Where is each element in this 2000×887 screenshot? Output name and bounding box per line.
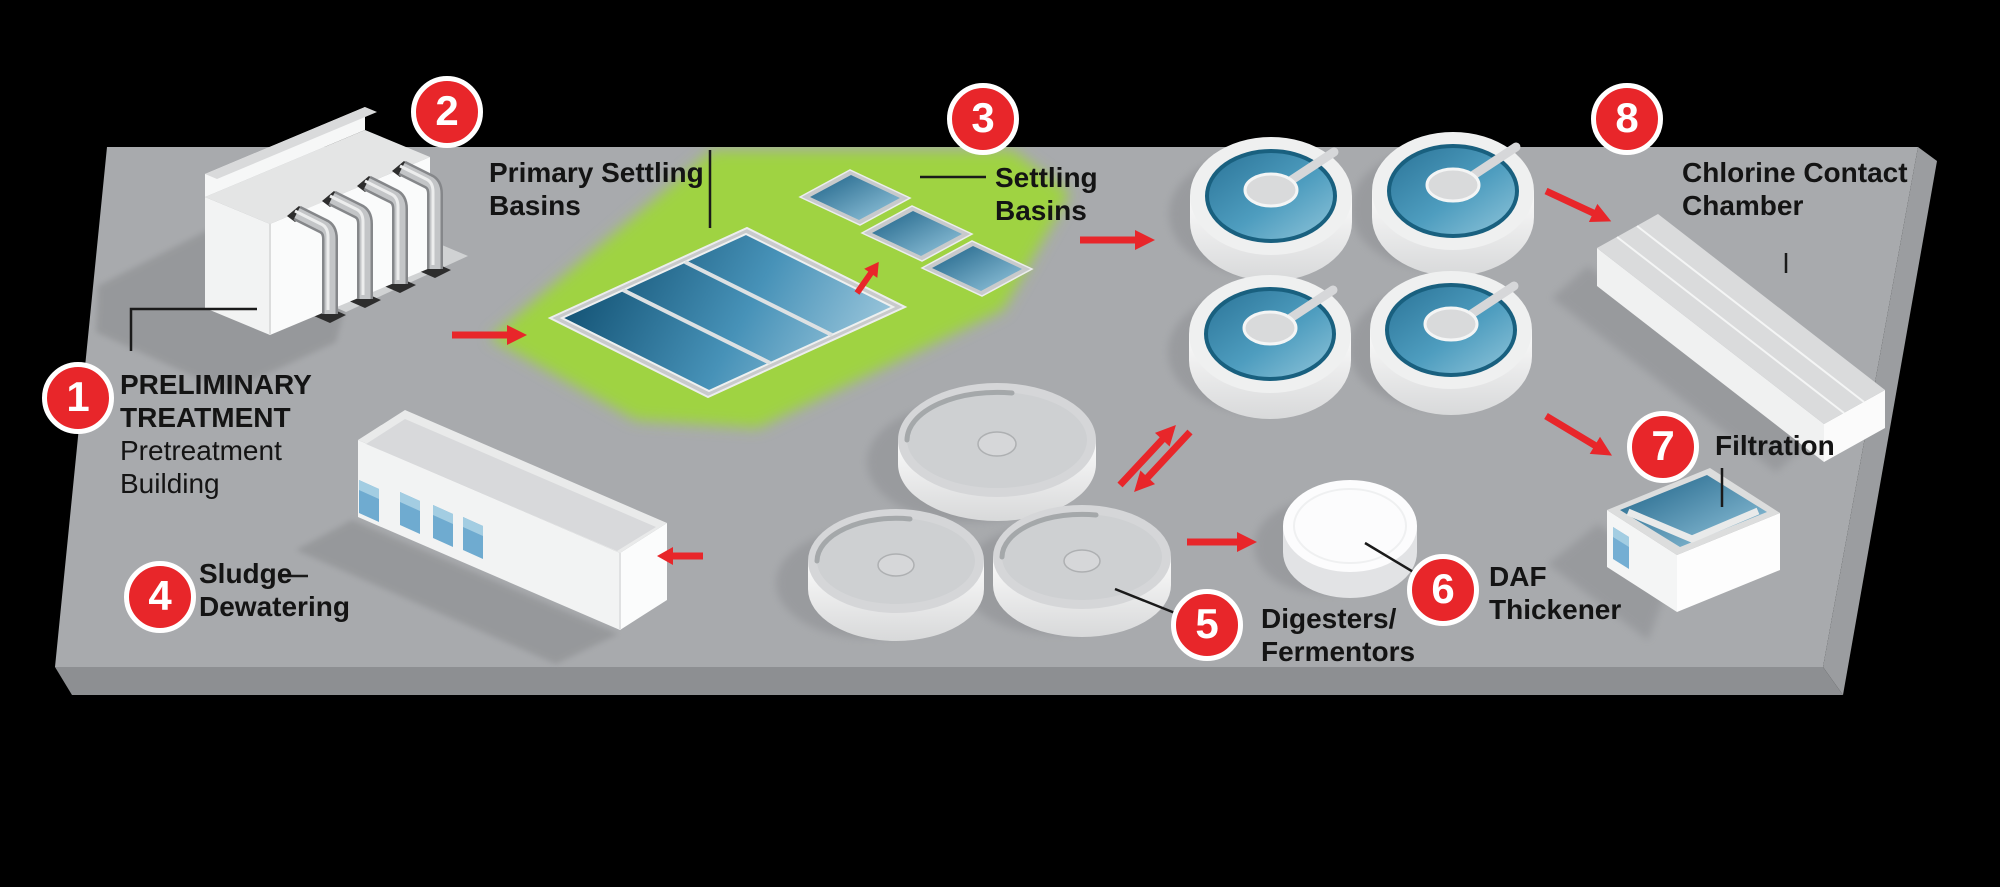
label-line: Filtration [1715, 430, 1835, 461]
callout-badge-2: 2 [411, 76, 483, 148]
primary-settling-basin [547, 226, 908, 399]
label-line: PRELIMINARY [120, 369, 312, 400]
flow-arrows [452, 187, 1613, 565]
label-line: Building [120, 468, 220, 499]
settling-basins [798, 169, 1034, 297]
sludge-dewatering-building [296, 410, 667, 664]
flow-arrow-digesters-to-clarifiers [1117, 425, 1176, 488]
callout-label-1: PRELIMINARY TREATMENT Pretreatment Build… [120, 368, 312, 500]
label-line: Chamber [1682, 190, 1804, 221]
callout-badge-8: 8 [1591, 83, 1663, 155]
callout-label-7: Filtration [1715, 429, 1835, 462]
daf-thickener [1254, 480, 1417, 598]
callout-badge-6: 6 [1407, 554, 1479, 626]
label-line: Primary Settling [489, 157, 704, 188]
flow-arrow-clarifiers-to-digesters [1134, 429, 1193, 492]
label-line: Fermentors [1261, 636, 1416, 667]
filtration-building [1548, 468, 1780, 640]
digesters-fermentors [776, 383, 1171, 641]
callout-badge-1: 1 [42, 362, 114, 434]
callout-label-5: Digesters/ Fermentors [1261, 602, 1415, 668]
callout-label-8: Chlorine Contact Chamber [1682, 156, 1908, 222]
flow-arrow-to-settling-basins [854, 261, 879, 295]
label-line: Chlorine Contact [1682, 157, 1908, 188]
leader-line-6 [1364, 541, 1421, 578]
chlorine-contact-chamber [1552, 214, 1885, 472]
label-line: TREATMENT [120, 402, 291, 433]
label-line: Basins [995, 195, 1087, 226]
leader-lines [129, 150, 1788, 615]
label-line: Digesters/ [1261, 603, 1397, 634]
flow-arrow-pretreatment-to-primary [452, 325, 527, 345]
callout-label-3: Settling Basins [995, 161, 1098, 227]
flow-arrow-to-filtration [1544, 412, 1613, 456]
clarifiers [1168, 132, 1534, 419]
label-line: Pretreatment [120, 435, 282, 466]
label-line: Thickener [1489, 594, 1622, 625]
callout-label-4: Sludge Dewatering [199, 557, 350, 623]
pipes [287, 160, 443, 314]
label-line: Dewatering [199, 591, 350, 622]
label-line: DAF [1489, 561, 1547, 592]
flow-arrow-to-clarifiers [1080, 230, 1155, 250]
flow-arrow-to-sludge-dewatering [657, 547, 703, 565]
callout-badge-4: 4 [124, 561, 196, 633]
windows [359, 480, 483, 559]
leader-line-5 [1114, 587, 1176, 615]
callout-badge-5: 5 [1171, 589, 1243, 661]
pretreatment-building [96, 107, 468, 392]
leader-line-1 [129, 307, 257, 351]
label-line: Sludge [199, 558, 293, 589]
callout-badge-3: 3 [947, 83, 1019, 155]
label-line: Basins [489, 190, 581, 221]
flow-arrow-to-chlorine-chamber [1544, 187, 1612, 223]
label-line: Settling [995, 162, 1098, 193]
flow-arrow-to-daf-thickener [1187, 532, 1257, 552]
callout-label-6: DAF Thickener [1489, 560, 1621, 626]
callout-badge-7: 7 [1627, 411, 1699, 483]
callout-label-2: Primary Settling Basins [489, 156, 704, 222]
